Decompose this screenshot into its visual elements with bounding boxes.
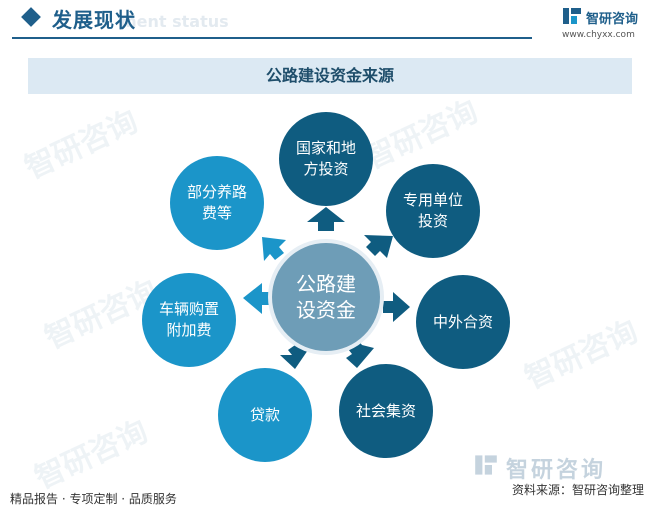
arrow-upper-left-icon <box>262 237 286 261</box>
node-road-maintenance-fees: 部分养路费等 <box>170 156 264 250</box>
node-label: 中外合资 <box>432 312 493 331</box>
node-label: 部分养路费等 <box>186 183 247 222</box>
node-loans: 贷款 <box>218 368 312 462</box>
node-sino-foreign-joint-venture: 中外合资 <box>416 275 510 369</box>
diagram-title: 公路建设资金来源 <box>28 58 632 94</box>
node-label: 国家和地方投资 <box>295 139 356 178</box>
logo-icon <box>563 8 581 24</box>
arrow-up-icon <box>307 207 345 231</box>
node-label: 贷款 <box>249 405 280 424</box>
page-title: 发展现状 <box>52 8 136 32</box>
arrow-upper-right-icon <box>364 235 393 258</box>
node-label: 专用单位投资 <box>402 191 463 230</box>
header-subtitle: ment status <box>120 12 229 31</box>
node-vehicle-purchase-surcharge: 车辆购置附加费 <box>142 273 236 367</box>
arrow-lower-right-icon <box>346 340 374 368</box>
brand-logo: 智研咨询 www.chyxx.com <box>562 6 648 42</box>
footer-source: 资料来源：智研咨询整理 <box>511 483 644 497</box>
header-divider <box>12 37 532 39</box>
page-header: ment status 发展现状 智研咨询 www.chyxx.com <box>0 0 654 46</box>
node-social-fundraising: 社会集资 <box>339 364 433 458</box>
logo-name: 智研咨询 <box>586 12 639 27</box>
arrow-lower-left-icon <box>280 343 308 369</box>
node-national-local-investment: 国家和地方投资 <box>279 112 373 206</box>
arrow-left-icon <box>243 283 272 314</box>
center-node: 公路建设资金 <box>272 243 380 351</box>
logo-url: www.chyxx.com <box>562 30 635 40</box>
bottom-brand-text: 智研咨询 <box>506 458 607 483</box>
arrow-right-icon <box>383 292 410 322</box>
node-label: 车辆购置附加费 <box>158 300 219 339</box>
footer-slogan: 精品报告 · 专项定制 · 品质服务 <box>10 492 177 506</box>
node-special-unit-investment: 专用单位投资 <box>386 164 480 258</box>
node-label: 社会集资 <box>355 401 416 420</box>
center-label: 公路建设资金 <box>296 272 356 322</box>
logo-icon <box>475 455 497 475</box>
